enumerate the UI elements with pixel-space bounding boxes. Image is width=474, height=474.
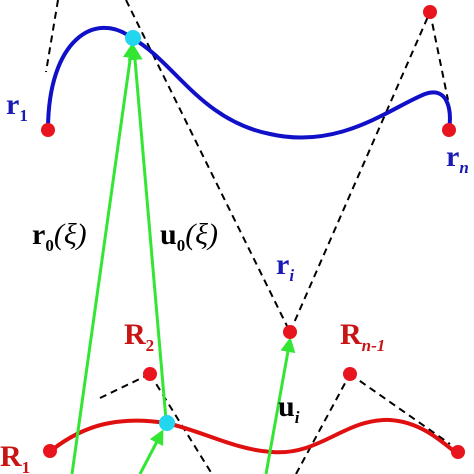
label-u0-main: u <box>160 218 177 251</box>
dashed-line-R2-down <box>149 373 213 474</box>
label-R1-sub: 1 <box>22 458 31 474</box>
label-Rn1: Rn-1 <box>340 318 385 355</box>
vector-ui <box>264 337 296 474</box>
control-polygon-upper <box>45 0 449 333</box>
vector-u0-xi <box>127 45 168 421</box>
label-ri-main: r <box>276 248 289 281</box>
label-u0-sub: 0 <box>177 236 186 255</box>
label-R2-sub: 2 <box>146 336 155 355</box>
upper-curve <box>46 26 452 140</box>
label-r1: r1 <box>6 88 28 125</box>
label-ui-main: u <box>278 390 295 423</box>
label-r0-main: r <box>32 218 45 251</box>
dashed-line-R1-R2 <box>99 373 151 399</box>
dashed-line-ri-to-top-right <box>289 11 431 333</box>
label-Rn1-sub: n-1 <box>362 336 386 355</box>
vector-r0-xi <box>70 43 138 474</box>
control-points <box>41 5 465 459</box>
label-R2-main: R <box>124 318 146 351</box>
label-r0-xi: r0(ξ) <box>32 218 87 255</box>
point-top-right <box>423 5 437 19</box>
label-rn-sub: n <box>459 158 468 177</box>
dashed-line-r1-top <box>45 0 59 73</box>
label-R2: R2 <box>124 318 154 355</box>
label-ui: ui <box>278 390 300 427</box>
vector-lower-left <box>138 429 164 474</box>
point-Rn1 <box>343 367 357 381</box>
label-Rn1-main: R <box>340 318 362 351</box>
green-vectors <box>70 43 296 474</box>
label-rn: rn <box>446 140 469 177</box>
tangent-point-lower <box>159 415 175 431</box>
label-R1-main: R <box>0 440 22 473</box>
label-r0-sub: 0 <box>45 236 54 255</box>
label-u0-xi: u0(ξ) <box>160 218 218 255</box>
label-R1: R1 <box>0 440 30 474</box>
label-ri-sub: i <box>289 266 294 285</box>
dashed-line-Rn1-end <box>349 373 451 445</box>
point-rn <box>442 123 456 137</box>
lower-curve <box>50 417 457 455</box>
label-ui-sub: i <box>295 408 300 427</box>
point-R1 <box>43 444 57 458</box>
label-r1-main: r <box>6 88 19 121</box>
point-Rn <box>451 445 465 459</box>
point-R2 <box>143 367 157 381</box>
label-r0-arg: (ξ) <box>54 218 87 251</box>
label-u0-arg: (ξ) <box>185 218 218 251</box>
label-ri: ri <box>276 248 294 285</box>
tangent-point-upper <box>125 30 141 46</box>
control-polygon-lower <box>99 373 451 474</box>
label-rn-main: r <box>446 140 459 173</box>
dashed-line-top-right-to-rn <box>429 11 449 101</box>
dashed-line-up-Rn1 <box>295 373 351 474</box>
label-r1-sub: 1 <box>19 106 28 125</box>
point-ri <box>283 325 297 339</box>
point-r1 <box>41 123 55 137</box>
